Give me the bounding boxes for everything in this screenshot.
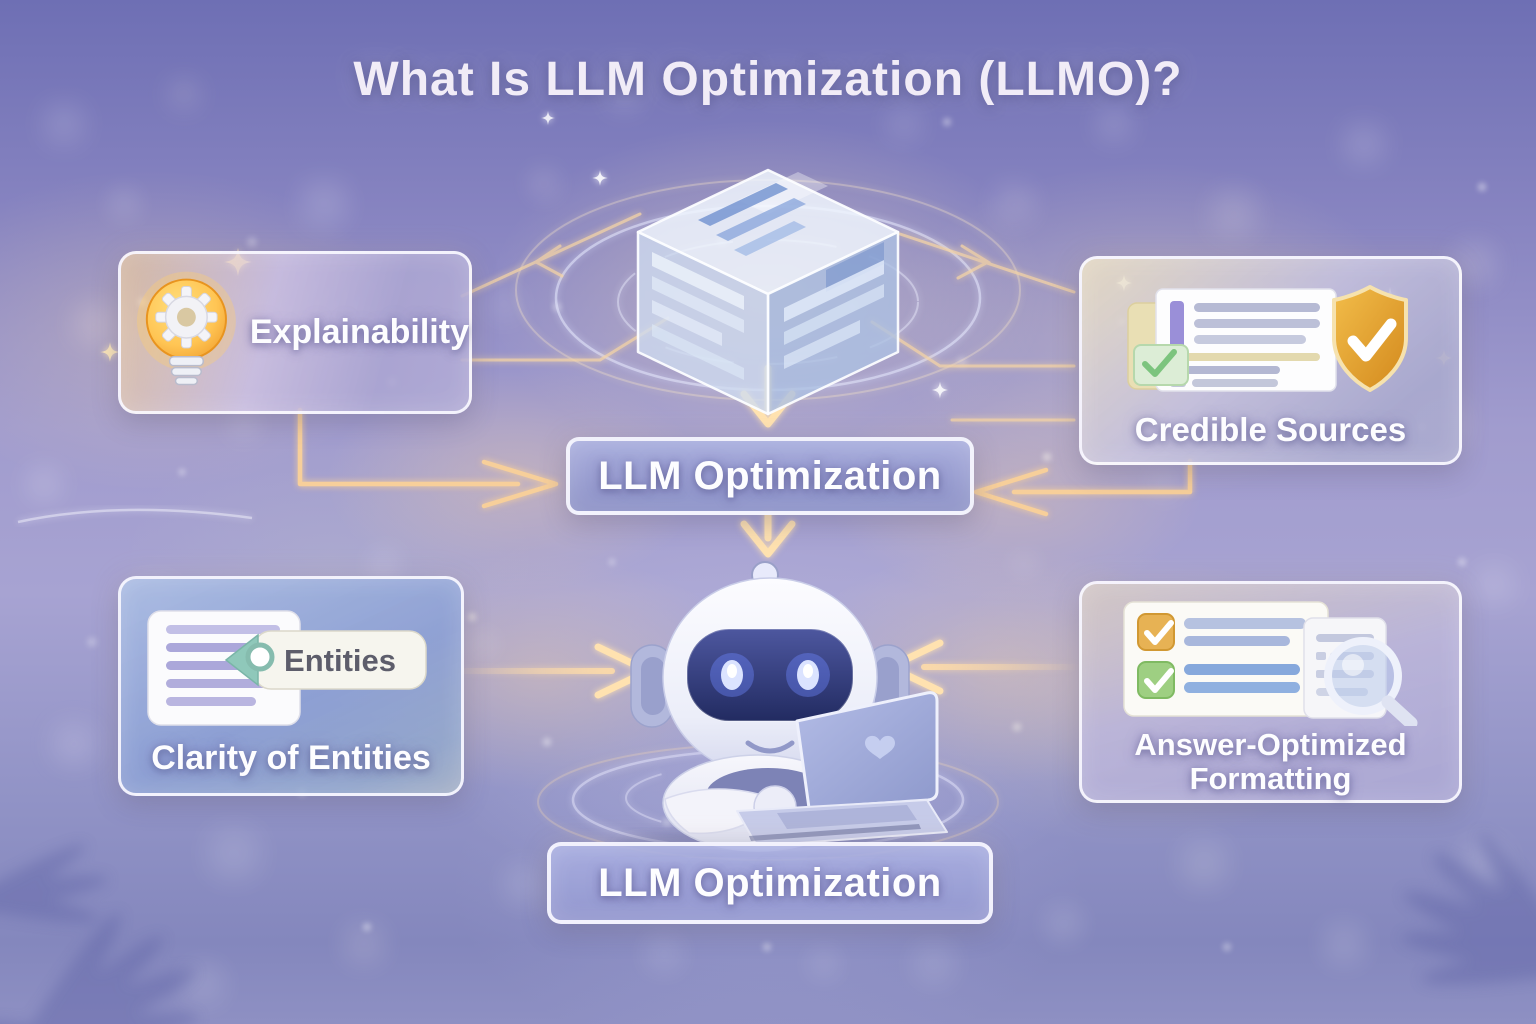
- arrow-center-to-robot: [740, 510, 796, 558]
- smile: [745, 740, 795, 754]
- llm-optimization-center-node: LLM Optimization: [566, 437, 974, 515]
- document-shield-check-icon: [1126, 284, 1408, 392]
- checklist-magnifier-icon: [1122, 601, 1417, 726]
- knowledge-cube-icon: [636, 168, 900, 416]
- bulb-base: [168, 355, 204, 385]
- factor-box-clarity-of-entities: Entities Clarity of Entities: [118, 576, 464, 796]
- factor-box-answer-optimized-formatting: Answer-Optimized Formatting: [1079, 581, 1462, 803]
- laptop-logo-heart: [865, 735, 895, 759]
- arrow-explainability-to-center: [297, 407, 559, 509]
- magnifier-glyph: [1323, 636, 1417, 726]
- cube-text-bars: [652, 172, 884, 380]
- lightbulb-gear-icon: [136, 271, 236, 385]
- robot-laptop-icon: [615, 561, 948, 857]
- checkbox-green: [1136, 660, 1175, 699]
- visor: [686, 628, 854, 722]
- center-node-label: LLM Optimization: [598, 453, 942, 498]
- laptop: [736, 691, 948, 847]
- factor-label: Clarity of Entities: [151, 738, 431, 777]
- factor-box-credible-sources: Credible Sources: [1079, 256, 1462, 465]
- factor-box-explainability: Explainability: [118, 251, 472, 414]
- entities-tag-label: Entities: [284, 643, 396, 678]
- page-title: What Is LLM Optimization (LLMO)?: [353, 53, 1183, 106]
- trace-left-edge: [17, 508, 253, 524]
- output-node-label: LLM Optimization: [598, 860, 942, 905]
- arrow-credible-to-center: [973, 458, 1193, 517]
- checkbox-orange: [1136, 612, 1175, 651]
- envelope-check: [1132, 343, 1189, 386]
- trust-shield: [1331, 284, 1408, 392]
- llm-optimization-output-node: LLM Optimization: [547, 842, 993, 924]
- entities-tag: Entities: [224, 629, 427, 690]
- factor-label: Credible Sources: [1134, 410, 1407, 448]
- gear-glyph: [155, 285, 218, 348]
- factor-label: Explainability: [249, 313, 469, 351]
- document-entities-tag-icon: Entities: [147, 609, 427, 726]
- factor-label: Answer-Optimized Formatting: [1134, 726, 1407, 796]
- eyes: [710, 653, 830, 697]
